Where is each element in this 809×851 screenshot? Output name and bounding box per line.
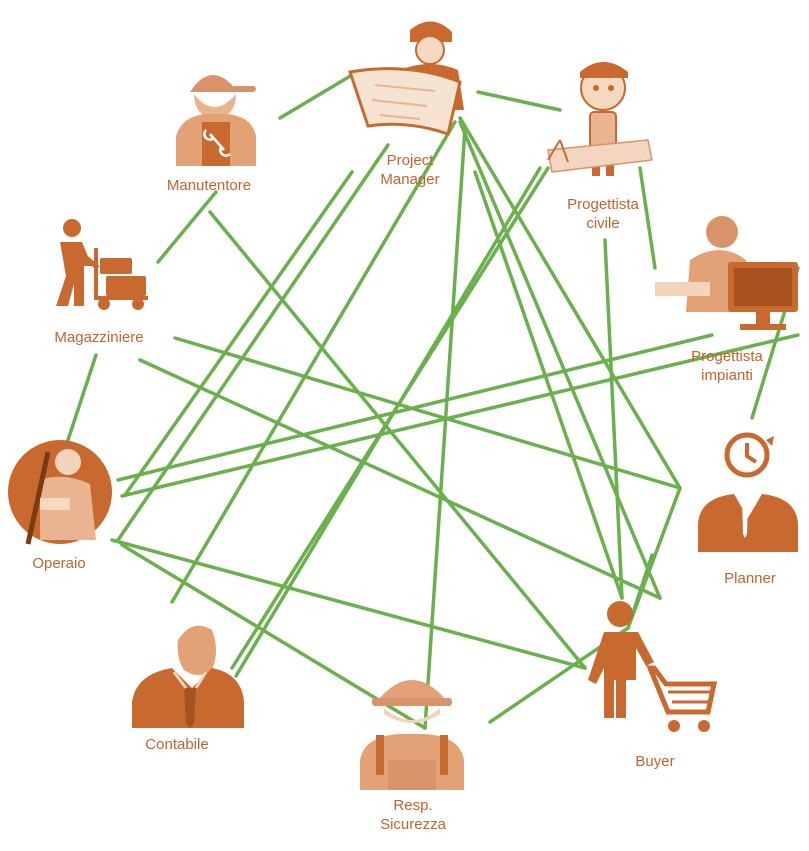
hardhat-worker-icon <box>360 680 464 790</box>
label-magazziniere: Magazziniere <box>54 329 143 346</box>
label-line: Magazziniere <box>54 329 143 346</box>
label-line: impianti <box>701 367 753 384</box>
role-icons <box>8 21 798 790</box>
connection-line <box>138 358 662 600</box>
connection-lines <box>64 73 800 730</box>
label-line: Sicurezza <box>380 816 447 833</box>
label-line: Resp. <box>393 797 432 814</box>
label-progettista-civile: Progettista civile <box>567 196 639 232</box>
businessman-clock-icon <box>698 432 798 552</box>
connection-line <box>473 170 624 600</box>
architect-with-tools-icon <box>547 62 653 176</box>
worker-with-shovel-icon <box>8 440 112 545</box>
label-buyer: Buyer <box>635 753 674 770</box>
connection-line <box>170 120 457 604</box>
label-line: Planner <box>724 570 776 587</box>
connection-line <box>458 116 682 490</box>
connection-line <box>458 120 662 600</box>
worker-with-cart-icon <box>56 219 148 310</box>
label-contabile: Contabile <box>145 736 208 753</box>
label-line: Buyer <box>635 753 674 770</box>
label-planner: Planner <box>724 570 776 587</box>
label-line: Operaio <box>32 555 85 572</box>
man-at-computer-icon <box>655 216 798 330</box>
label-line: Progettista <box>691 348 763 365</box>
label-line: Manutentore <box>167 177 251 194</box>
label-resp-sicurezza: Resp. Sicurezza <box>380 797 447 833</box>
label-progettista-impianti: Progettista impianti <box>691 348 763 384</box>
connection-line <box>64 353 98 448</box>
label-manutentore: Manutentore <box>167 177 251 194</box>
connection-line <box>116 143 390 542</box>
connection-line <box>116 333 714 482</box>
label-operaio: Operaio <box>32 555 85 572</box>
shopper-with-cart-icon <box>588 601 718 732</box>
connection-line <box>123 170 354 497</box>
connection-line <box>476 90 562 112</box>
connection-line <box>230 166 550 670</box>
connection-line <box>173 336 682 490</box>
accountant-in-suit-icon <box>132 625 244 728</box>
label-line: Contabile <box>145 736 208 753</box>
connection-line <box>120 333 800 498</box>
connection-line <box>110 538 587 670</box>
connection-line <box>278 73 354 120</box>
connection-line <box>638 166 657 270</box>
connection-line <box>120 543 427 730</box>
mechanic-with-wrench-icon <box>176 75 256 166</box>
label-line: civile <box>586 215 619 232</box>
label-line: Progettista <box>567 196 639 213</box>
connection-line <box>603 238 624 600</box>
connection-line <box>156 190 218 264</box>
engineer-with-blueprint-icon <box>348 21 464 136</box>
label-line: Manager <box>380 171 439 188</box>
connection-line <box>423 126 467 730</box>
label-line: Project <box>387 152 435 169</box>
